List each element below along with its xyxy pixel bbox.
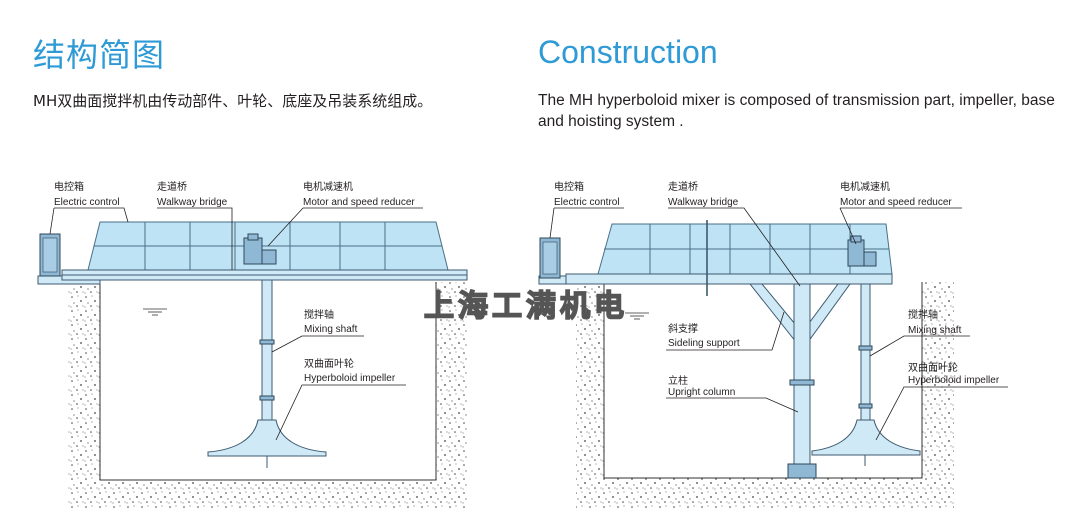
- left-electric-control-cn: 电控箱: [54, 180, 84, 193]
- left-impeller-en: Hyperboloid impeller: [304, 373, 396, 384]
- left-electric-control-en: Electric control: [54, 197, 120, 208]
- left-walkway-bridge-cn: 走道桥: [157, 180, 187, 193]
- right-soil: [576, 282, 954, 508]
- left-electric-control-door: [42, 237, 58, 273]
- right-motor-reducer: [847, 235, 877, 267]
- left-mixing-shaft-cn: 搅拌轴: [304, 308, 334, 321]
- left-walkway-bridge-en: Walkway bridge: [157, 197, 228, 208]
- right-sideling-support-en: Sideling support: [668, 338, 740, 349]
- right-motor-cn: 电机减速机: [840, 180, 890, 193]
- right-electric-control-en: Electric control: [554, 197, 620, 208]
- right-mixing-shaft-en: Mixing shaft: [908, 325, 962, 336]
- left-motor-cn: 电机减速机: [303, 180, 353, 193]
- right-upright-column-cn: 立柱: [668, 374, 688, 387]
- title-en: Construction: [538, 34, 718, 70]
- description-cn: MH双曲面搅拌机由传动部件、叶轮、底座及吊装系统组成。: [33, 92, 433, 110]
- right-impeller-cn: 双曲面叶轮: [908, 361, 958, 374]
- right-walkway-bridge: [565, 220, 893, 296]
- title-cn: 结构简图: [33, 36, 166, 74]
- right-walkway-bridge-cn: 走道桥: [668, 180, 698, 193]
- left-hyperboloid-impeller: [207, 419, 327, 457]
- right-motor-en: Motor and speed reducer: [840, 197, 952, 208]
- description-en: The MH hyperboloid mixer is composed of …: [538, 92, 1055, 130]
- right-hyperboloid-impeller: [811, 419, 921, 456]
- right-upright-column-en: Upright column: [668, 387, 735, 398]
- left-soil: [68, 282, 468, 508]
- left-water-level-icon: [143, 308, 167, 316]
- right-diagram: 电控箱 Electric control 走道桥 Walkway bridge …: [538, 180, 1008, 508]
- right-electric-control-door: [542, 241, 558, 275]
- left-mixing-shaft-en: Mixing shaft: [304, 324, 358, 335]
- left-motor-reducer: [243, 233, 277, 265]
- right-electric-control-cn: 电控箱: [554, 180, 584, 193]
- left-motor-en: Motor and speed reducer: [303, 197, 415, 208]
- right-mixing-shaft: [858, 283, 873, 431]
- right-impeller-en: Hyperboloid impeller: [908, 375, 1000, 386]
- left-mixing-shaft: [259, 279, 275, 431]
- right-sideling-support-cn: 斜支撑: [668, 322, 698, 335]
- left-impeller-cn: 双曲面叶轮: [304, 357, 354, 370]
- right-walkway-bridge-en: Walkway bridge: [668, 197, 739, 208]
- watermark: 上海工满机电: [424, 289, 628, 324]
- right-water-level-icon: [625, 312, 649, 320]
- right-upright-column: [787, 283, 817, 479]
- left-diagram: 电控箱 Electric control 走道桥 Walkway bridge …: [37, 180, 468, 508]
- right-tank-wall: [603, 282, 923, 479]
- left-tank-wall: [99, 282, 437, 481]
- right-mixing-shaft-cn: 搅拌轴: [908, 308, 938, 321]
